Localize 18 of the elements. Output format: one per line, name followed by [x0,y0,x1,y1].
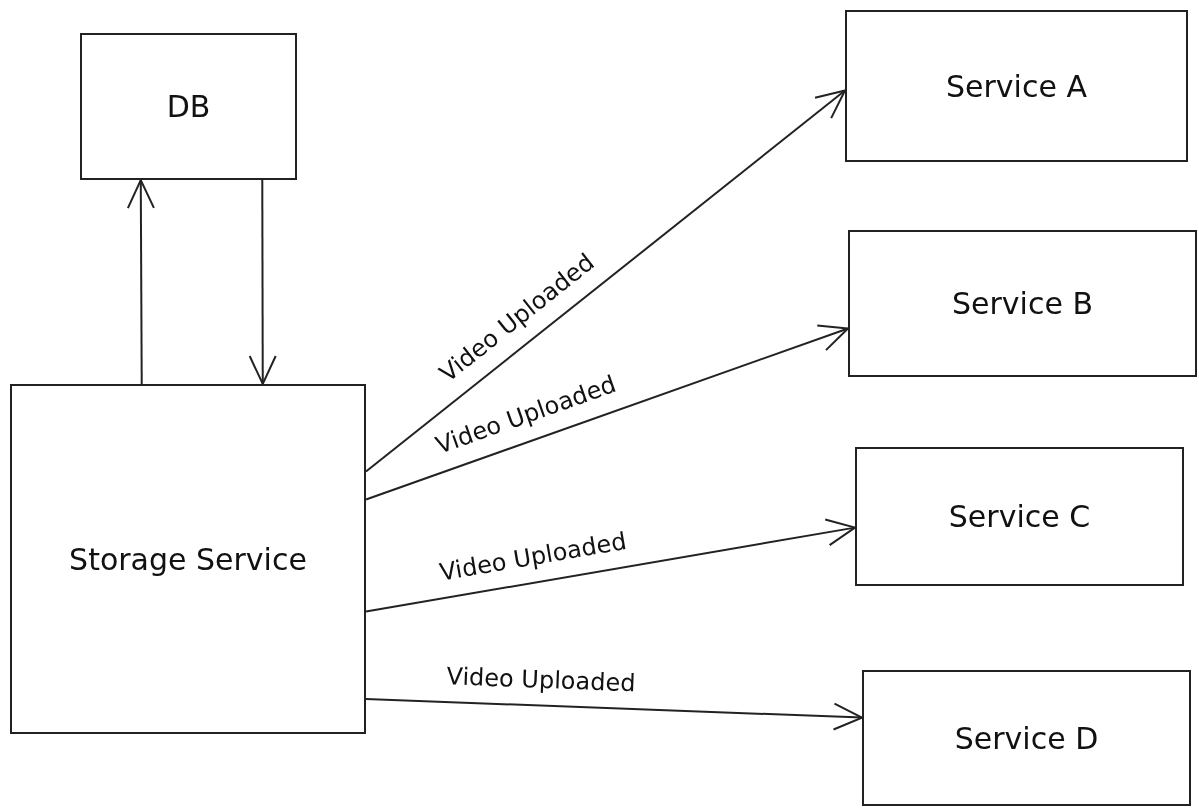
arrow [365,89,846,473]
process-box [80,33,297,180]
arrow [365,698,863,731]
arrow [365,324,849,501]
process-box [855,447,1184,586]
arrow [248,179,277,385]
box-label: Storage Service [69,541,307,577]
arrow [126,179,155,385]
process-box [845,10,1188,162]
box-label: Service A [946,68,1087,104]
process-box [862,670,1191,806]
box-label: Service B [952,286,1093,321]
box-label: Service C [948,499,1091,534]
arrow [365,518,856,613]
box-label: Service D [954,720,1099,756]
box-label: DB [166,89,211,124]
process-box [10,384,366,734]
process-box [848,230,1197,377]
